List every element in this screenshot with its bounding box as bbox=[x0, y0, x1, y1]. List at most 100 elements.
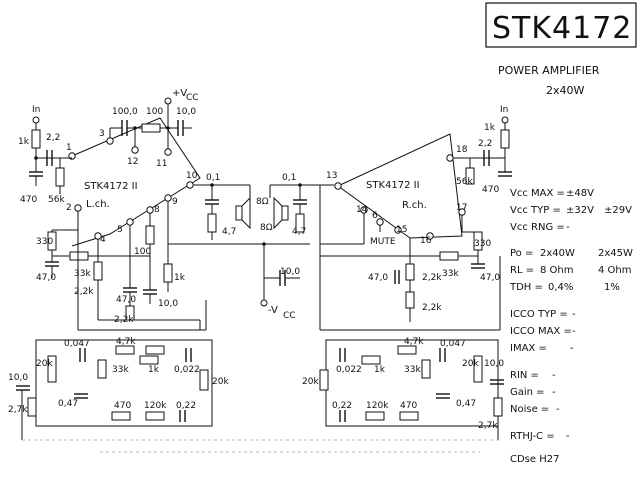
speaker-left-label: 8Ω bbox=[256, 197, 269, 207]
r-2-2k-right1-label: 2,2k bbox=[422, 273, 442, 283]
pin-16 bbox=[426, 232, 434, 240]
vcc-pos-sub: CC bbox=[186, 93, 199, 103]
speaker-left bbox=[235, 205, 243, 221]
svg-text:Noise =: Noise = bbox=[510, 404, 549, 415]
resistor-2-2k-right1 bbox=[405, 263, 415, 281]
input-left-label: In bbox=[32, 105, 40, 115]
chip-title: STK4172 II bbox=[492, 11, 640, 46]
r-330-right-label: 330 bbox=[474, 239, 491, 249]
tl-resistor-470 bbox=[111, 411, 131, 421]
pin-2 bbox=[74, 204, 82, 212]
resistor-1k-left bbox=[31, 129, 41, 149]
tr-resistor-1k bbox=[361, 355, 381, 365]
r-33k-left-label: 33k bbox=[74, 269, 91, 279]
tr-resistor-2-7k bbox=[493, 397, 503, 417]
pin-12 bbox=[131, 146, 139, 154]
tl-resistor-4-7k bbox=[115, 345, 135, 355]
svg-text:0,4%: 0,4% bbox=[548, 282, 573, 293]
svg-text:-: - bbox=[552, 370, 556, 381]
r-100-mid-label: 100 bbox=[134, 247, 151, 257]
spec-table: Vcc MAX = ±48V Vcc TYP = ±32V ±29V Vcc R… bbox=[509, 188, 633, 442]
svg-text:RTHJ-C =: RTHJ-C = bbox=[510, 431, 555, 442]
r-4-7-left-label: 4,7 bbox=[222, 227, 236, 237]
tr-resistor-33k bbox=[421, 359, 431, 379]
svg-text:-: - bbox=[572, 326, 576, 337]
pin-8 bbox=[146, 206, 154, 214]
tr-r-2-7k: 2,7k bbox=[478, 421, 498, 431]
tl-resistor-mid bbox=[145, 345, 165, 355]
right-channel: 0,1 4,7 8Ω STK4172 II R.ch. 13 14 6 15 1… bbox=[260, 105, 512, 331]
footer-code: CDse H27 bbox=[510, 454, 559, 465]
svg-text:Vcc RNG =: Vcc RNG = bbox=[510, 222, 565, 233]
tr-resistor-4-7k bbox=[397, 345, 417, 355]
spec-row: Po = 2x40W 2x45W bbox=[510, 248, 633, 259]
input-right-terminal bbox=[501, 116, 509, 124]
tr-c-0-022: 0,022 bbox=[336, 365, 362, 375]
svg-text:ICCO MAX =: ICCO MAX = bbox=[510, 326, 572, 337]
pin-12-label: 12 bbox=[127, 157, 138, 167]
pin-6-label: 6 bbox=[372, 211, 378, 221]
mute-label: MUTE bbox=[370, 237, 396, 247]
tl-resistor-120k bbox=[145, 411, 165, 421]
svg-text:4 Ohm: 4 Ohm bbox=[598, 265, 632, 276]
right-channel-label: R.ch. bbox=[402, 200, 427, 211]
svg-text:RL =: RL = bbox=[510, 265, 534, 276]
resistor-4-7-right bbox=[295, 213, 305, 233]
spec-row: Vcc MAX = ±48V bbox=[510, 188, 594, 199]
pin-5 bbox=[126, 218, 134, 226]
pin-16-label: 16 bbox=[420, 236, 432, 246]
spec-row: Gain = - bbox=[510, 387, 556, 398]
spec-row: Vcc RNG = - bbox=[510, 222, 570, 233]
r-2-2k-left-label: 2,2k bbox=[74, 287, 94, 297]
spec-row: ICCO TYP = - bbox=[510, 309, 576, 320]
tr-c-0-47: 0,47 bbox=[456, 399, 476, 409]
svg-text:±29V: ±29V bbox=[604, 205, 632, 216]
tr-r-20k: 20k bbox=[302, 377, 319, 387]
r-56k-right-label: 56k bbox=[456, 177, 473, 187]
tone-network-right: 20k 0,022 1k 4,7k 0,047 33k 20k 10,0 0,2… bbox=[302, 337, 504, 440]
r-1k-left-label: 1k bbox=[18, 137, 30, 147]
pin-15 bbox=[394, 226, 402, 234]
svg-text:TDH =: TDH = bbox=[509, 282, 543, 293]
pin-3 bbox=[106, 137, 114, 145]
spec-row: RL = 8 Ohm 4 Ohm bbox=[510, 265, 632, 276]
resistor-56k-right bbox=[465, 167, 475, 185]
resistor-33k-right bbox=[439, 251, 459, 261]
tl-resistor-2-7k bbox=[27, 397, 37, 417]
left-channel: In 1k 470 2,2 56k STK4172 II L.ch. 1 3 bbox=[18, 88, 310, 331]
resistor-4-7-left bbox=[207, 213, 217, 233]
r-100-top-label: 100 bbox=[146, 107, 163, 117]
svg-text:ICCO TYP =: ICCO TYP = bbox=[510, 309, 568, 320]
svg-text:-: - bbox=[570, 343, 574, 354]
resistor-1k-mid bbox=[163, 263, 173, 283]
pin-18-label: 18 bbox=[456, 145, 468, 155]
tl-pot-20k-b bbox=[199, 369, 209, 391]
tl-r-1k: 1k bbox=[148, 365, 160, 375]
c-100-0-label: 100,0 bbox=[112, 107, 138, 117]
tl-r-20k-b: 20k bbox=[212, 377, 229, 387]
svg-text:1%: 1% bbox=[604, 282, 620, 293]
resistor-56k-left bbox=[55, 167, 65, 187]
pin-9-label: 9 bbox=[172, 197, 178, 207]
c-2-2-left-label: 2,2 bbox=[46, 133, 60, 143]
c-470-left-label: 470 bbox=[20, 195, 37, 205]
input-left-terminal bbox=[32, 116, 40, 124]
spec-row: RTHJ-C = - bbox=[510, 431, 570, 442]
pin-8-label: 8 bbox=[154, 205, 160, 215]
c-470-right-label: 470 bbox=[482, 185, 499, 195]
c-2-2-right-label: 2,2 bbox=[478, 139, 492, 149]
resistor-mid bbox=[145, 225, 155, 245]
c-47-mid-label: 47,0 bbox=[116, 295, 136, 305]
tl-resistor-1k bbox=[139, 355, 159, 365]
spec-row: IMAX = - bbox=[510, 343, 574, 354]
tr-resistor-120k bbox=[365, 411, 385, 421]
tr-r-33k: 33k bbox=[404, 365, 421, 375]
svg-text:2x40W: 2x40W bbox=[540, 248, 575, 259]
power-rating: 2x40W bbox=[546, 84, 585, 97]
r-1k-mid-label: 1k bbox=[174, 273, 186, 283]
tl-c-0-47: 0,47 bbox=[58, 399, 78, 409]
tl-r-470: 470 bbox=[114, 401, 131, 411]
chip-outline-right bbox=[337, 133, 463, 239]
tl-r-33k: 33k bbox=[112, 365, 129, 375]
pin-13 bbox=[334, 182, 342, 190]
